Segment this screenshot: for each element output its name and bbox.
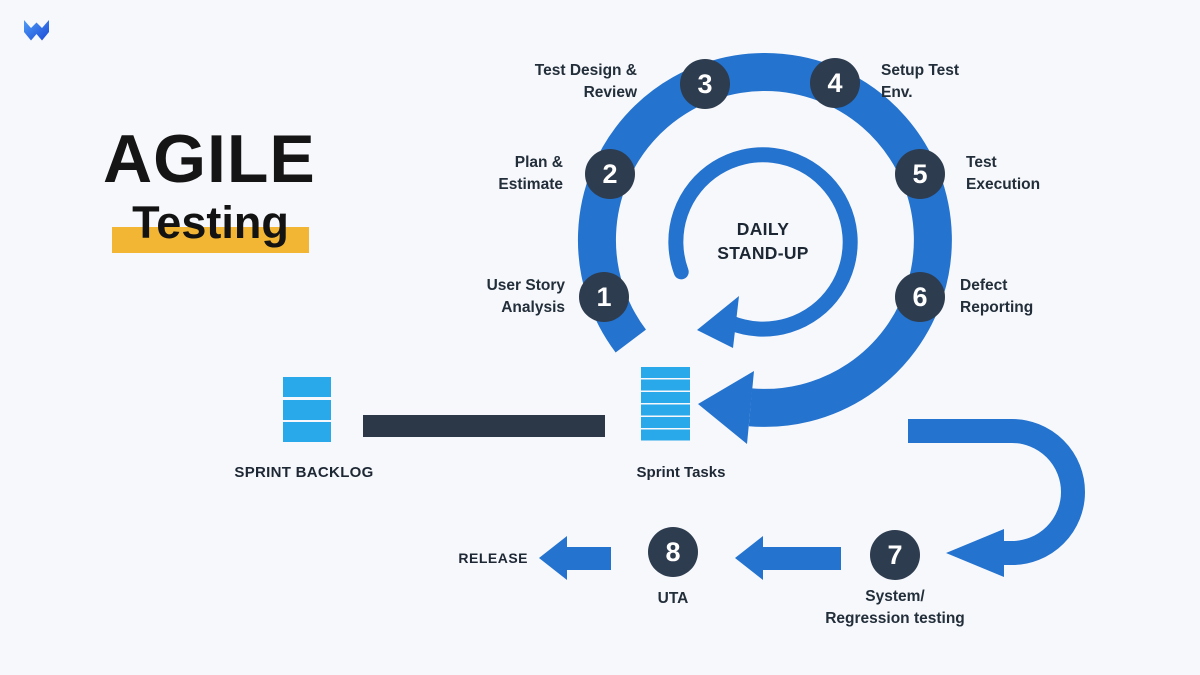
- step-circle-6: 6: [895, 272, 945, 322]
- outer-cycle-arrowhead: [698, 371, 754, 444]
- sprint-tasks-stack: [641, 367, 690, 441]
- step-label-7: System/ Regression testing: [825, 588, 965, 627]
- step-label-5: Test Execution: [966, 154, 1041, 193]
- sprint-tasks-label: Sprint Tasks: [636, 464, 726, 481]
- step-label-8: UTA: [657, 590, 689, 607]
- sprint-backlog-label: SPRINT BACKLOG: [234, 464, 374, 481]
- uturn-arrow: [908, 419, 1085, 565]
- backlog-tasks-connector: [363, 415, 605, 437]
- step-label-6: Defect Reporting: [960, 277, 1034, 316]
- step-circle-7: 7: [870, 530, 920, 580]
- daily-standup-label: DAILY STAND-UP: [717, 219, 809, 263]
- step-circle-4: 4: [810, 58, 860, 108]
- arrow-8-to-release: [539, 536, 611, 580]
- step-circle-2: 2: [585, 149, 635, 199]
- step-label-4: Setup Test Env.: [881, 62, 960, 101]
- step-label-3: Test Design & Review: [534, 62, 637, 101]
- step-circle-1: 1: [579, 272, 629, 322]
- step-circle-8: 8: [648, 527, 698, 577]
- release-label: RELEASE: [458, 550, 528, 566]
- step-label-1: User Story Analysis: [486, 277, 565, 316]
- title-highlight-bar: [112, 227, 309, 253]
- step-label-2: Plan & Estimate: [498, 154, 563, 193]
- daily-standup-arrowhead: [697, 296, 739, 348]
- m-logo-icon: [24, 20, 49, 41]
- title-main: AGILE: [103, 121, 316, 197]
- daily-standup-arrow: [668, 147, 858, 337]
- uturn-arrowhead: [946, 529, 1004, 577]
- step-circle-3: 3: [680, 59, 730, 109]
- sprint-backlog-stack: [283, 377, 331, 442]
- arrow-7-to-8: [735, 536, 841, 580]
- title-sub: Testing: [132, 197, 289, 248]
- step-circle-5: 5: [895, 149, 945, 199]
